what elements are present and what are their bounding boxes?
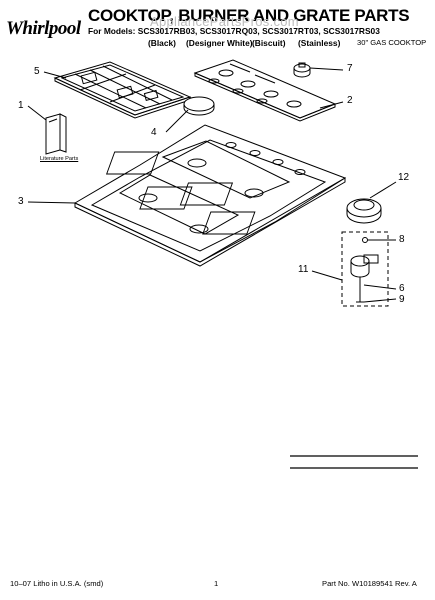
- burner-base-part: [346, 198, 382, 224]
- leader-2: [319, 101, 344, 109]
- cooktop-part: [73, 124, 347, 267]
- callout-7: 7: [347, 63, 353, 74]
- leader-1: [27, 105, 47, 121]
- footer-litho: 10–07 Litho in U.S.A. (smd): [10, 579, 104, 588]
- callout-2: 2: [347, 95, 353, 106]
- leader-3: [27, 201, 76, 204]
- burner-assembly-group: [341, 231, 389, 307]
- burner-cap-part: [183, 96, 215, 116]
- leader-11: [311, 270, 343, 281]
- page-title: COOKTOP, BURNER AND GRATE PARTS: [88, 6, 410, 25]
- finish-stainless: (Stainless): [298, 38, 341, 48]
- leader-9: [363, 298, 397, 303]
- callout-1: 1: [18, 100, 24, 111]
- literature-parts-label: Literature Parts: [40, 156, 79, 162]
- leader-5: [43, 71, 67, 79]
- control-panel-part: [193, 59, 337, 122]
- finish-designer-white: (Designer White): [186, 38, 253, 48]
- grate-part: [53, 61, 192, 119]
- whirlpool-logo: Whirlpool: [6, 18, 81, 39]
- callout-3: 3: [18, 196, 24, 207]
- leader-7: [309, 67, 344, 71]
- callout-12: 12: [398, 172, 410, 183]
- callout-11: 11: [298, 264, 309, 275]
- leader-6: [363, 284, 397, 290]
- page-number: 1: [214, 579, 219, 588]
- control-knob-part: [293, 62, 311, 78]
- finish-biscuit: (Biscuit): [252, 38, 286, 48]
- models-line: For Models: SCS3017RB03, SCS3017RQ03, SC…: [88, 26, 380, 36]
- callout-8: 8: [399, 234, 405, 245]
- callout-4: 4: [151, 127, 157, 138]
- watermark-text: AppliancePartsPros.com: [150, 14, 299, 29]
- cooktop-subtitle: 30" GAS COOKTOP: [357, 38, 427, 47]
- callout-9: 9: [399, 294, 405, 305]
- callout-6: 6: [399, 283, 405, 294]
- callout-5: 5: [34, 66, 40, 77]
- finish-black: (Black): [148, 38, 176, 48]
- part-number: Part No. W10189541 Rev. A: [322, 579, 417, 588]
- leader-12: [369, 181, 397, 199]
- leader-4: [165, 109, 189, 133]
- literature-part: [45, 113, 67, 155]
